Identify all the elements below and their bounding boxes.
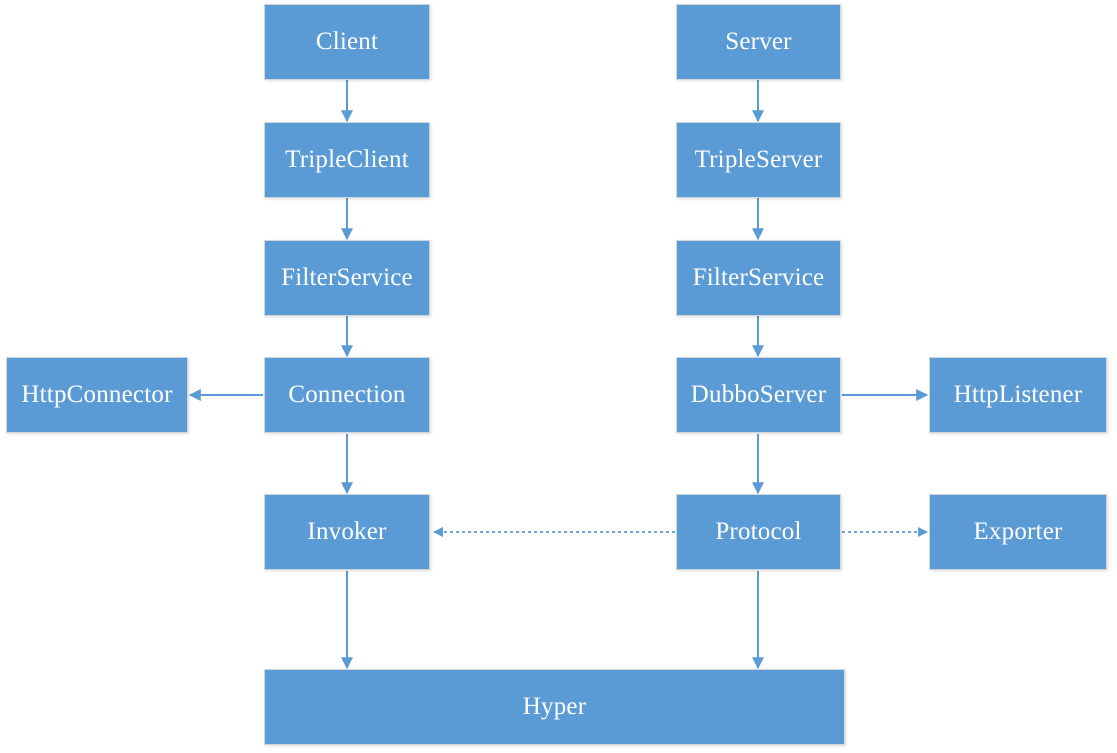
node-label-filterservice-server: FilterService bbox=[692, 263, 825, 291]
node-label-connection: Connection bbox=[288, 380, 406, 408]
node-label-exporter: Exporter bbox=[973, 517, 1063, 545]
node-tripleserver[interactable]: TripleServer bbox=[676, 122, 841, 198]
node-label-filterservice-client: FilterService bbox=[281, 263, 413, 291]
node-exporter[interactable]: Exporter bbox=[929, 494, 1107, 570]
node-dubboserver[interactable]: DubboServer bbox=[676, 357, 841, 433]
node-connection[interactable]: Connection bbox=[264, 357, 430, 433]
node-label-httpconnector: HttpConnector bbox=[21, 380, 173, 408]
node-filterservice-server[interactable]: FilterService bbox=[676, 240, 841, 316]
node-label-server: Server bbox=[725, 27, 792, 55]
node-label-tripleclient: TripleClient bbox=[285, 145, 409, 173]
node-label-hyper: Hyper bbox=[522, 692, 587, 720]
node-tripleclient[interactable]: TripleClient bbox=[264, 122, 430, 198]
node-label-invoker: Invoker bbox=[307, 517, 387, 545]
node-hyper[interactable]: Hyper bbox=[264, 669, 845, 745]
node-server[interactable]: Server bbox=[676, 4, 841, 80]
node-label-dubboserver: DubboServer bbox=[690, 380, 827, 408]
node-invoker[interactable]: Invoker bbox=[264, 494, 430, 570]
node-label-protocol: Protocol bbox=[715, 517, 802, 545]
node-httplistener[interactable]: HttpListener bbox=[929, 357, 1107, 433]
node-filterservice-client[interactable]: FilterService bbox=[264, 240, 430, 316]
node-label-tripleserver: TripleServer bbox=[694, 145, 823, 173]
node-httpconnector[interactable]: HttpConnector bbox=[6, 357, 188, 433]
node-label-client: Client bbox=[315, 27, 379, 55]
node-client[interactable]: Client bbox=[264, 4, 430, 80]
node-protocol[interactable]: Protocol bbox=[676, 494, 841, 570]
node-label-httplistener: HttpListener bbox=[953, 380, 1083, 408]
